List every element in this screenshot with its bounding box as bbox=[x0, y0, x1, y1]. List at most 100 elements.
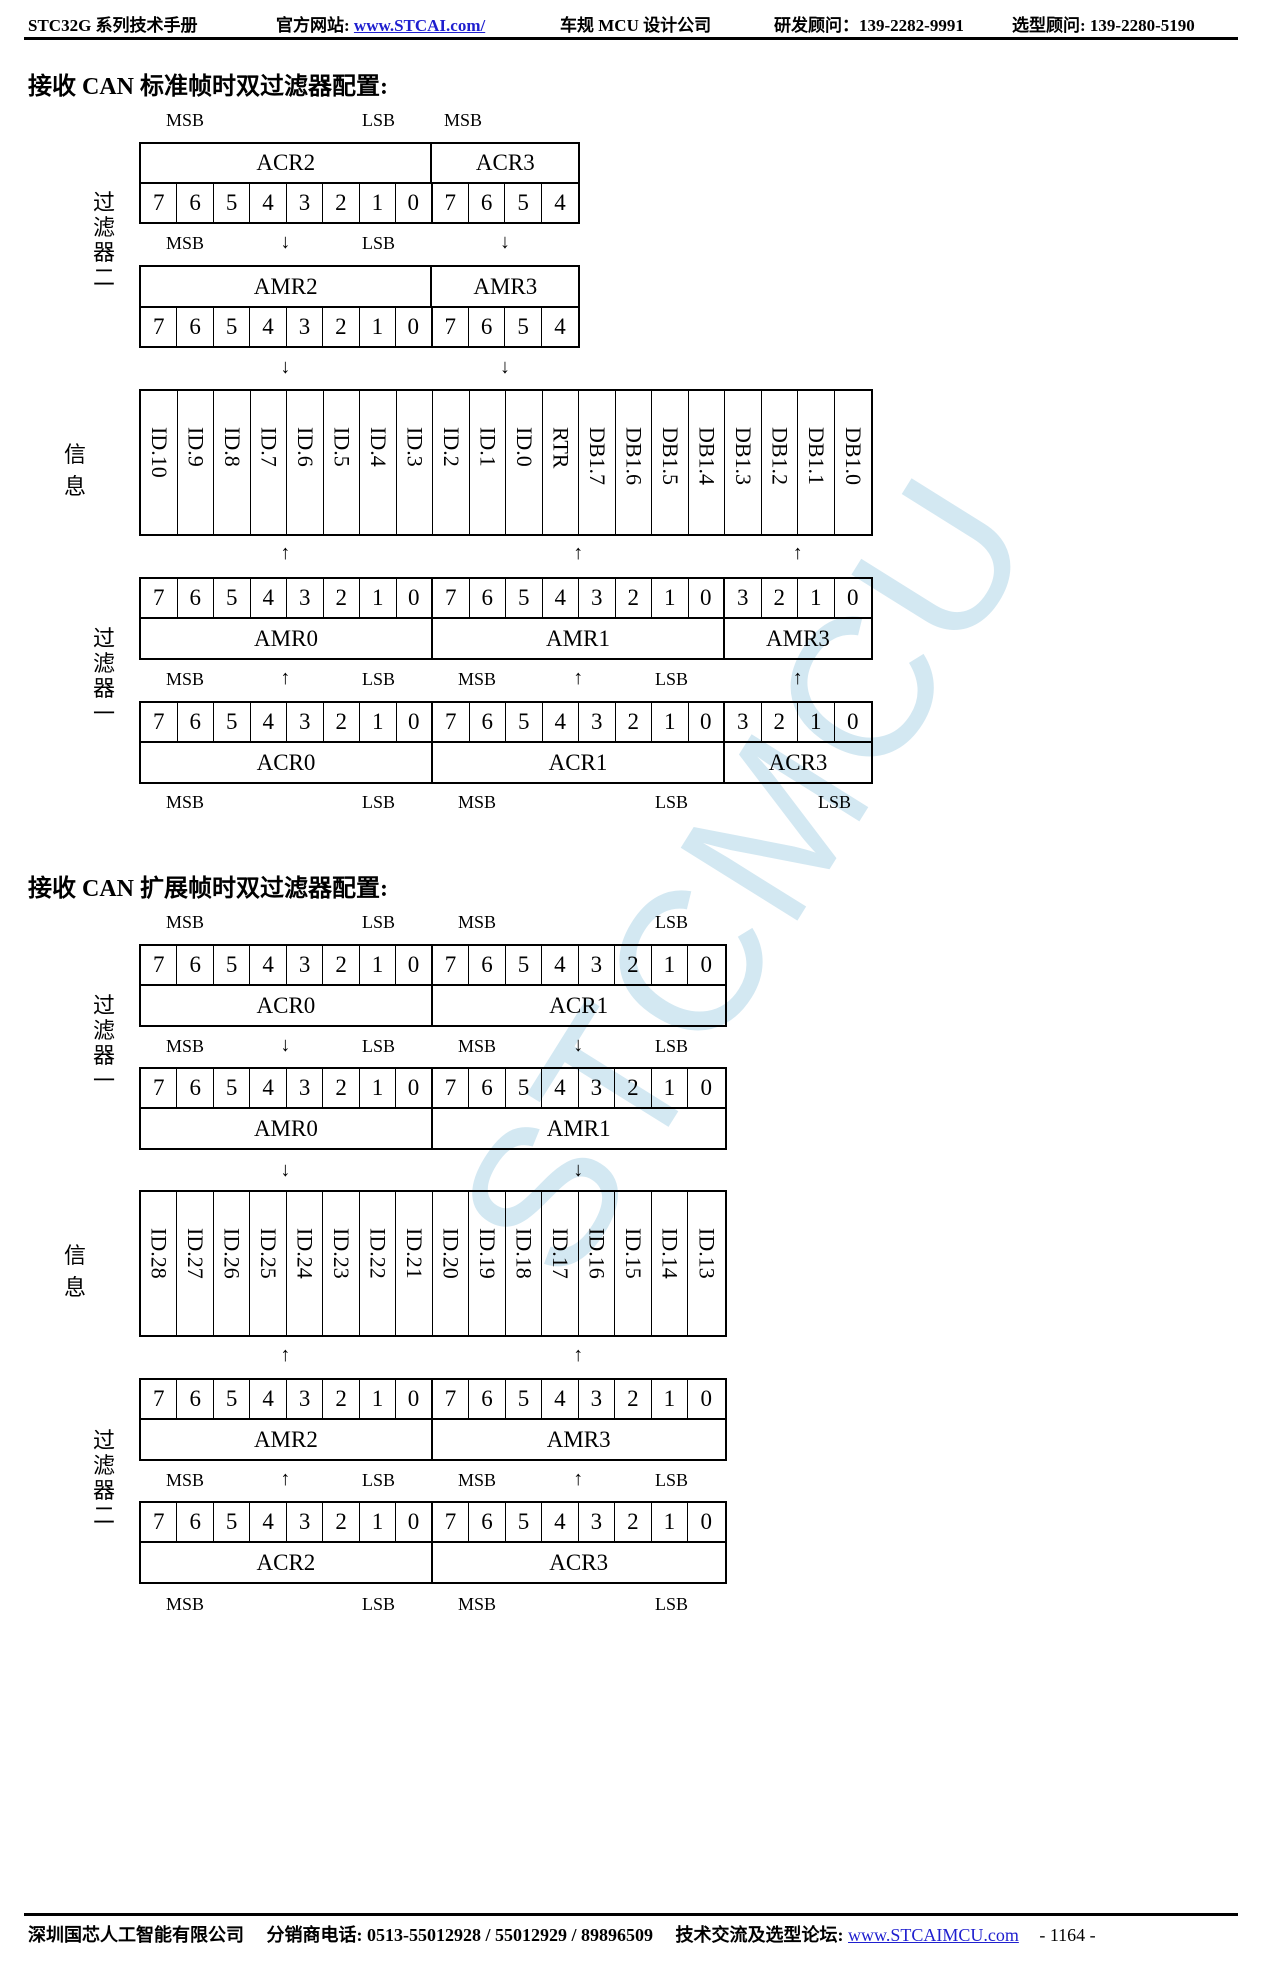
message-bit-label: ID.5 bbox=[329, 427, 355, 467]
bit-cell: 0 bbox=[847, 585, 859, 610]
section1-title: 接收 CAN 标准帧时双过滤器配置: bbox=[28, 74, 388, 100]
bit-cell: 1 bbox=[652, 1503, 689, 1541]
bit-cell: 6 bbox=[178, 579, 214, 617]
bit-cell: 3 bbox=[287, 1503, 324, 1541]
bit-cell: 4 bbox=[542, 946, 579, 984]
message-bit: ID.8 bbox=[214, 391, 251, 534]
bit-cell: 6 bbox=[470, 579, 506, 617]
watermark: STCMCU bbox=[414, 437, 1077, 1312]
message-bit-label: ID.13 bbox=[694, 1228, 720, 1279]
arrow-down-icon: ↓ bbox=[573, 1034, 584, 1056]
bit-cell: 7 bbox=[141, 184, 178, 222]
bit-cell: 3 bbox=[579, 946, 616, 984]
bit-cell: 0 bbox=[847, 709, 859, 734]
message-bit: RTR bbox=[543, 391, 579, 534]
register-name: ACR0 bbox=[141, 743, 433, 782]
bit-cell: 7 bbox=[433, 308, 469, 346]
bit-cell: 7 bbox=[141, 1380, 178, 1418]
bit-cell: 3 bbox=[287, 946, 324, 984]
message-bit: ID.14 bbox=[652, 1192, 689, 1335]
message-bit: ID.23 bbox=[323, 1192, 360, 1335]
bit-cell: 5 bbox=[506, 703, 543, 741]
bit-cell: 0 bbox=[396, 1069, 433, 1107]
message-bit-label: ID.27 bbox=[183, 1228, 209, 1279]
register-name: AMR0 bbox=[141, 619, 433, 658]
bit-cell: 1 bbox=[360, 1503, 397, 1541]
bit-cell: 4 bbox=[250, 946, 287, 984]
bit-cell: 3 bbox=[579, 1069, 616, 1107]
message-bit-label: ID.18 bbox=[511, 1228, 537, 1279]
message-bit-label: DB1.4 bbox=[694, 427, 720, 486]
register-name: ACR1 bbox=[549, 992, 609, 1018]
register-name: AMR3 bbox=[766, 625, 830, 651]
message-bit: ID.28 bbox=[141, 1192, 178, 1335]
lsb-label: LSB bbox=[362, 1594, 396, 1614]
lsb-label: LSB bbox=[655, 669, 689, 689]
bit-cell: 4 bbox=[251, 579, 287, 617]
website-link[interactable]: www.STCAI.com/ bbox=[353, 16, 486, 35]
register-name: AMR1 bbox=[546, 1115, 611, 1141]
bit-cell: 3 bbox=[287, 703, 324, 741]
bit-cell: 4 bbox=[250, 1503, 287, 1541]
message-bit: ID.7 bbox=[251, 391, 287, 534]
bit-cell: 2 bbox=[616, 703, 652, 741]
message-bit: ID.13 bbox=[688, 1192, 724, 1335]
bit-cell: 0 bbox=[700, 1386, 713, 1411]
bit-cell: 4 bbox=[554, 314, 566, 339]
bit-cell: 0 bbox=[700, 1509, 713, 1534]
bit-cell: 3 bbox=[725, 579, 762, 617]
bit-cell: 6 bbox=[177, 1069, 214, 1107]
header-divider bbox=[24, 37, 1238, 40]
bit-cell: 2 bbox=[615, 946, 652, 984]
page-number: - 1164 - bbox=[1039, 1925, 1096, 1945]
message-bit-label: ID.21 bbox=[402, 1228, 428, 1279]
footer-divider bbox=[24, 1913, 1238, 1916]
bit-cell: 5 bbox=[214, 946, 251, 984]
message-bit-label: ID.20 bbox=[438, 1228, 464, 1279]
message-bit-label: ID.23 bbox=[329, 1228, 355, 1279]
bit-cell: 4 bbox=[250, 1380, 287, 1418]
bit-cell: 1 bbox=[652, 1380, 689, 1418]
bit-cell: 6 bbox=[469, 1069, 506, 1107]
message-bit-label: ID.10 bbox=[146, 427, 172, 478]
register-name: ACR3 bbox=[768, 749, 828, 775]
footer-forum-link[interactable]: www.STCAIMCU.com bbox=[848, 1925, 1019, 1945]
bit-cell: 7 bbox=[141, 703, 178, 741]
bit-cell: 0 bbox=[689, 579, 725, 617]
lsb-label: LSB bbox=[362, 1036, 396, 1056]
arrow-up-icon: ↑ bbox=[280, 542, 291, 564]
register-name: ACR1 bbox=[433, 743, 725, 782]
bit-cell: 6 bbox=[469, 308, 506, 346]
msb-label: MSB bbox=[458, 1594, 497, 1614]
msb-label: MSB bbox=[458, 669, 497, 689]
bit-cell: 6 bbox=[469, 1503, 506, 1541]
bit-cell: 5 bbox=[214, 1503, 251, 1541]
register-name: AMR3 bbox=[473, 273, 538, 299]
bit-cell: 3 bbox=[579, 579, 616, 617]
bit-cell: 6 bbox=[177, 308, 214, 346]
bit-cell: 1 bbox=[360, 1069, 397, 1107]
bit-cell: 5 bbox=[505, 308, 542, 346]
bit-cell: 2 bbox=[323, 946, 360, 984]
bit-cell: 1 bbox=[360, 579, 397, 617]
message-bit: ID.25 bbox=[250, 1192, 287, 1335]
bit-cell: 0 bbox=[397, 703, 433, 741]
message-bit: DB1.3 bbox=[725, 391, 762, 534]
message-bit-label: ID.25 bbox=[256, 1228, 282, 1279]
message-bit: DB1.2 bbox=[762, 391, 798, 534]
lsb-label: LSB bbox=[362, 233, 396, 253]
message-bit-label: ID.22 bbox=[365, 1228, 391, 1279]
message-bit-label: ID.14 bbox=[657, 1228, 683, 1279]
bit-cell: 5 bbox=[214, 1069, 251, 1107]
msb-label: MSB bbox=[166, 233, 205, 253]
bit-cell: 2 bbox=[616, 579, 652, 617]
